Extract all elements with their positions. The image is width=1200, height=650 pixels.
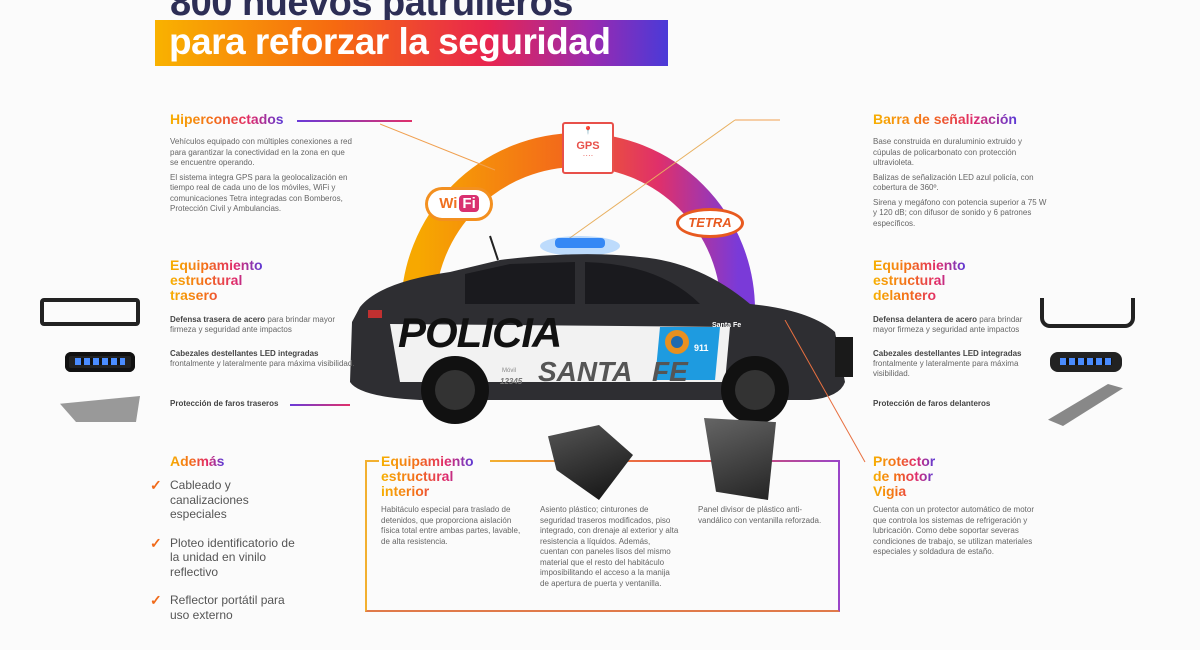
- interior-box: [365, 460, 840, 612]
- item-bold: Defensa trasera de acero: [170, 315, 266, 324]
- protector-text: Cuenta con un protector automático de mo…: [873, 505, 1034, 556]
- car-unit: 12345: [500, 377, 523, 386]
- interior-col2: Asiento plástico; cinturones de segurida…: [540, 505, 679, 588]
- interior-col1: Habitáculo especial para traslado de det…: [381, 505, 521, 546]
- item-text: para brindar mayor firmeza y seguridad a…: [873, 315, 1023, 334]
- trasero-heading: Equipamiento estructural trasero: [170, 258, 263, 303]
- barra-p1: Base construida en duraluminio extruido …: [873, 137, 1022, 167]
- car-phone: 911: [694, 343, 709, 353]
- rear-bumper-image: [40, 298, 140, 326]
- rear-light-guard-image: [60, 396, 140, 422]
- front-bumper-image: [1040, 298, 1135, 328]
- item-bold: Cabezales destellantes LED integradas: [170, 349, 319, 358]
- item-bold: Protección de faros traseros: [170, 399, 279, 408]
- interior-col3: Panel divisor de plástico anti-vandálico…: [698, 505, 822, 525]
- item-text: frontalmente y lateralmente para máxima …: [873, 359, 1019, 378]
- connector-line: [290, 404, 350, 406]
- trasero-heading-1: Equipamiento: [170, 257, 263, 273]
- ademas-list: ✓ Cableado y canalizaciones especiales ✓ P…: [150, 478, 300, 636]
- car-brand: Santa Fe: [712, 322, 742, 329]
- front-light-guard-image: [1048, 384, 1123, 426]
- delantero-heading-2: estructural: [873, 272, 946, 289]
- item-bold: Protección de faros delanteros: [873, 399, 991, 408]
- map-pin-icon: 📍: [583, 126, 593, 135]
- car-unit-label: Móvil: [502, 368, 517, 374]
- protector-connector: [784, 320, 866, 463]
- title-banner: para reforzar la seguridad: [155, 20, 668, 66]
- trasero-item-defensa: Defensa trasera de acero para brindar ma…: [170, 315, 350, 335]
- interior-heading: Equipamiento estructural interior: [381, 454, 474, 499]
- rear-led-image: [65, 352, 135, 372]
- ademas-item-text: Reflector portátil para uso externo: [170, 593, 285, 622]
- police-car: [350, 235, 853, 424]
- check-icon: ✓: [150, 534, 162, 551]
- car-fe-text: FE: [652, 356, 688, 387]
- wifi-label-a: Wi: [439, 195, 458, 212]
- ademas-item-text: Ploteo identificatorio de la unidad en v…: [170, 535, 295, 579]
- car-policia-text: POLICIA: [398, 309, 562, 356]
- wifi-label-b: Fi: [459, 195, 479, 212]
- barra-p2: Balizas de señalización LED azul policía…: [873, 172, 1034, 193]
- barra-p3: Sirena y megáfono con potencia superior …: [873, 197, 1047, 228]
- ademas-item: ✓ Reflector portátil para uso externo: [150, 593, 300, 622]
- divider-panel-image: [704, 418, 776, 500]
- trasero-heading-2: estructural: [170, 272, 243, 289]
- check-icon: ✓: [150, 477, 162, 493]
- item-text: frontalmente y lateralmente para máxima …: [170, 359, 355, 368]
- barra-heading: Barra de señalización: [873, 111, 1017, 127]
- ademas-heading: Además: [170, 453, 225, 469]
- front-led-image: [1050, 352, 1122, 372]
- barra-text: Base construida en duraluminio extruido …: [873, 137, 1048, 233]
- gps-label: GPS: [576, 140, 600, 152]
- protector-heading-2: de motor: [873, 468, 933, 485]
- delantero-heading-3: delantero: [873, 287, 937, 304]
- box-top-line: [365, 460, 379, 462]
- hiperconectados-p2: El sistema integra GPS para la geolocali…: [170, 172, 348, 214]
- interior-heading-1: Equipamiento: [381, 453, 474, 469]
- tetra-icon: TETRA: [676, 208, 744, 238]
- ademas-item: ✓ Ploteo identificatorio de la unidad en …: [150, 534, 300, 580]
- ademas-item-text: Cableado y canalizaciones especiales: [170, 478, 249, 521]
- item-bold: Defensa delantera de acero: [873, 315, 978, 324]
- light-bar: [555, 238, 605, 248]
- item-text: para brindar mayor firmeza y seguridad a…: [170, 315, 335, 334]
- gps-dots: ····: [582, 151, 594, 160]
- car-santa-text: SANTA: [538, 356, 633, 387]
- hiperconectados-text: Vehículos equipado con múltiples conexio…: [170, 137, 352, 219]
- title-line2: para reforzar la seguridad: [169, 21, 611, 62]
- trasero-heading-3: trasero: [170, 287, 218, 304]
- item-bold: Cabezales destellantes LED integradas: [873, 349, 1022, 358]
- protector-heading-1: Protector: [873, 453, 936, 469]
- delantero-item-defensa: Defensa delantera de acero para brindar …: [873, 315, 1038, 335]
- delantero-heading: Equipamiento estructural delantero: [873, 258, 966, 303]
- interior-heading-3: interior: [381, 483, 430, 500]
- protector-heading: Protector de motor Vigia: [873, 454, 935, 499]
- hiperconectados-p1: Vehículos equipado con múltiples conexio…: [170, 137, 352, 167]
- protector-heading-3: Vigia: [873, 483, 907, 500]
- box-top-line: [490, 460, 840, 462]
- delantero-item-faros: Protección de faros delanteros: [873, 399, 990, 409]
- trasero-item-faros: Protección de faros traseros: [170, 399, 278, 409]
- check-icon: ✓: [150, 592, 162, 608]
- connector-line: [297, 120, 412, 122]
- delantero-heading-1: Equipamiento: [873, 257, 966, 273]
- hiperconectados-heading: Hiperconectados: [170, 111, 284, 127]
- interior-heading-2: estructural: [381, 468, 454, 485]
- gps-icon: 📍 GPS ····: [562, 122, 614, 174]
- ademas-item: ✓ Cableado y canalizaciones especiales: [150, 478, 300, 522]
